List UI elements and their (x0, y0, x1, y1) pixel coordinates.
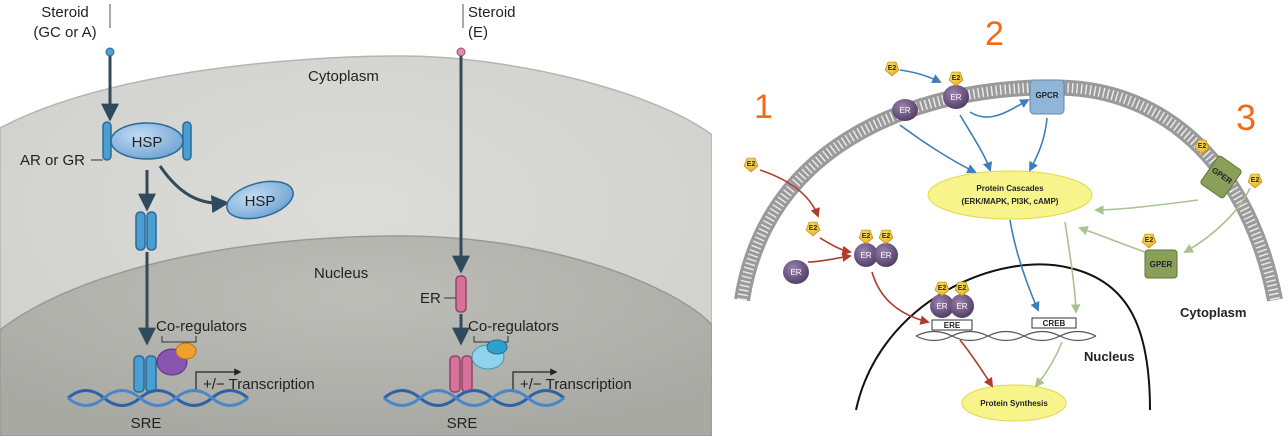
e2-on-er2: E2 (948, 71, 964, 87)
steroid-e-ligand (456, 47, 466, 57)
e2-nuclear-a: E2 (934, 281, 950, 297)
er-dimer-1-label: ER (860, 251, 871, 260)
gper-internal-label: GPER (1150, 260, 1173, 269)
svg-text:E2: E2 (882, 233, 891, 240)
e2-dimer-b: E2 (878, 229, 894, 245)
e2-nuclear-b: E2 (954, 281, 970, 297)
svg-text:E2: E2 (888, 65, 897, 72)
hsp-free (226, 180, 294, 220)
free-er-label: ER (790, 268, 801, 277)
protein-synthesis-bubble (961, 384, 1067, 422)
nuclear-envelope (855, 263, 1151, 411)
red-arrows (759, 169, 994, 388)
steroid-a-label-line1: Steroid (41, 4, 89, 21)
creb-box (1031, 317, 1077, 329)
transcription-b-label: +/− Transcription (520, 376, 632, 393)
er-dimer-2-label: ER (880, 251, 891, 260)
coregulator-blue (486, 339, 508, 355)
e2-left: E2 (743, 157, 759, 173)
cytoplasm-label: Cytoplasm (308, 68, 379, 85)
membrane-er-1-label: ER (899, 106, 910, 115)
gpcr-protein: GPCR (1029, 79, 1065, 115)
svg-text:E2: E2 (747, 161, 756, 168)
er-dimer-2 (874, 243, 898, 267)
svg-text:E2: E2 (1251, 177, 1260, 184)
e2-dimer-a: E2 (858, 229, 874, 245)
ere-label: ERE (944, 321, 961, 330)
svg-text:E2: E2 (1145, 237, 1154, 244)
nuclear-er-1 (449, 355, 461, 393)
left-panel: Steroid (GC or A) Steroid (E) Cytoplasm … (0, 4, 713, 437)
membrane-er-2 (943, 85, 969, 109)
nuclear-er-2 (461, 355, 473, 393)
ere-box (931, 319, 973, 331)
membrane-er-2-label: ER (950, 93, 961, 102)
nuclear-receptor-a2 (145, 355, 157, 393)
steroid-a-label-line2: (GC or A) (33, 24, 96, 41)
nuclear-receptor-a1 (133, 355, 145, 393)
e2-mid: E2 (805, 221, 821, 237)
dna-strand-right (915, 330, 1097, 342)
cytoplasm-label-right: Cytoplasm (1180, 305, 1246, 320)
gper-membrane: GPER E2 (1194, 139, 1242, 199)
handwritten-3: 3 (1236, 97, 1256, 138)
coregulators-a-label: Co-regulators (156, 318, 247, 335)
sre-b-label: SRE (447, 415, 478, 432)
green-arrows (1034, 187, 1251, 388)
er-dimer-1 (854, 243, 878, 267)
svg-text:E2: E2 (862, 233, 871, 240)
svg-text:E2: E2 (938, 285, 947, 292)
creb-label: CREB (1043, 319, 1066, 328)
svg-text:E2: E2 (958, 285, 967, 292)
steroid-b-label-line2: (E) (468, 24, 488, 41)
receptor-dimer-b (146, 211, 157, 251)
steroid-a-ligand (105, 47, 115, 57)
gper-internal: GPER E2 (1141, 233, 1178, 279)
ar-gr-receptor-left (102, 121, 112, 161)
receptor-dimer-a (135, 211, 146, 251)
nuclear-er-2-label: ER (956, 302, 967, 311)
nucleus-label: Nucleus (314, 265, 368, 282)
protein-synthesis-label: Protein Synthesis (980, 399, 1048, 408)
protein-cascades-line2: (ERK/MAPK, PI3K, cAMP) (962, 197, 1059, 206)
free-er (783, 260, 809, 284)
handwritten-1: 1 (754, 88, 773, 126)
ar-gr-label: AR or GR (20, 152, 85, 169)
dna-helix-a (67, 389, 249, 407)
handwritten-2: 2 (985, 15, 1004, 53)
hsp-free-label: HSP (245, 193, 276, 210)
e2-top: E2 (884, 61, 900, 77)
gpcr-label: GPCR (1035, 91, 1058, 100)
steroid-b-label-line1: Steroid (468, 4, 516, 21)
e2-right: E2 (1247, 173, 1263, 189)
er-receptor (455, 275, 467, 313)
nuclear-er-dimer-2 (950, 294, 974, 318)
coregulator-orange (175, 342, 197, 360)
er-label-left: ER (420, 290, 441, 307)
svg-text:E2: E2 (809, 225, 818, 232)
sre-a-label: SRE (131, 415, 162, 432)
hsp-bound (110, 122, 184, 160)
transcription-a-label: +/− Transcription (203, 376, 315, 393)
ar-gr-receptor-right (182, 121, 192, 161)
protein-cascades-bubble (927, 170, 1093, 220)
nucleus-body (0, 235, 713, 437)
blue-arrows (899, 69, 1048, 312)
hsp-bound-label: HSP (132, 134, 163, 151)
svg-text:E2: E2 (952, 75, 961, 82)
protein-cascades-line1: Protein Cascades (976, 184, 1044, 193)
nuclear-er-dimer-1 (930, 294, 954, 318)
right-panel: 1 2 3 GPCR ER ER E2 E2 E2 (712, 0, 1288, 436)
coregulators-b-label: Co-regulators (468, 318, 559, 335)
dna-helix-b (383, 389, 565, 407)
nuclear-er-1-label: ER (936, 302, 947, 311)
nucleus-label-right: Nucleus (1084, 349, 1135, 364)
membrane-er-1 (892, 99, 918, 121)
svg-text:E2: E2 (1198, 143, 1207, 150)
